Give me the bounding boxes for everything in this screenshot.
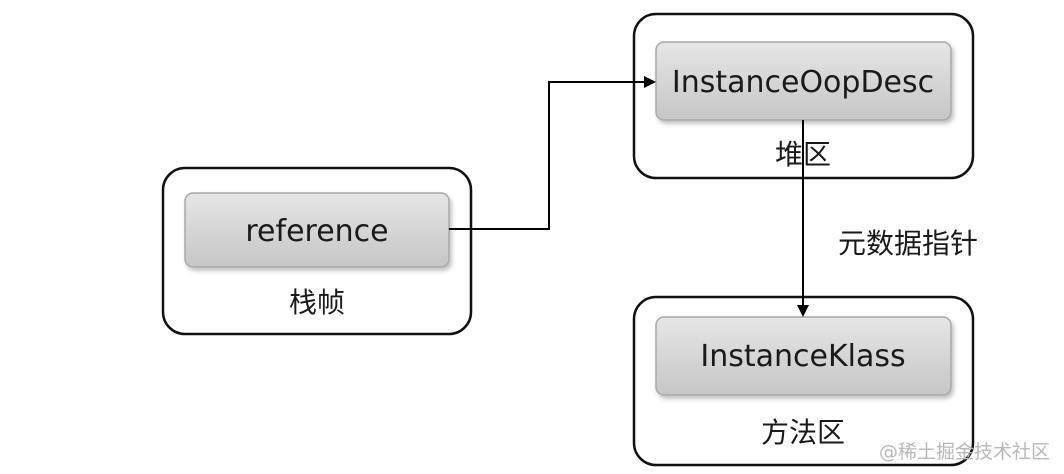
instance-klass-node-label: InstanceKlass	[700, 339, 905, 374]
reference-to-oop-arrow	[449, 76, 656, 230]
reference-node-label: reference	[245, 214, 388, 249]
instance-oop-desc-node-label: InstanceOopDesc	[672, 65, 934, 100]
watermark-text: @稀土掘金技术社区	[878, 441, 1050, 463]
method-area-region-label: 方法区	[761, 416, 845, 449]
method-area-region: InstanceKlass 方法区	[632, 295, 975, 467]
heap-region: InstanceOopDesc 堆区	[632, 12, 975, 180]
stack-frame-region-label: 栈帧	[289, 286, 345, 319]
metadata-pointer-label: 元数据指针	[838, 227, 978, 260]
stack-frame-region: reference 栈帧	[161, 166, 473, 336]
instance-klass-node-box	[655, 316, 952, 396]
